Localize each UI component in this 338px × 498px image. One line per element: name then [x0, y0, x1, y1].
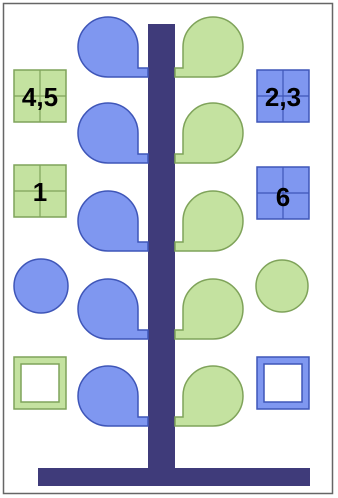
right-tile-1-label: 2,3	[265, 82, 301, 112]
trunk	[148, 24, 175, 477]
left-tile-1: 4,5	[14, 70, 66, 122]
base	[38, 468, 310, 486]
blue-empty-square-icon	[257, 357, 309, 409]
left-tile-1-label: 4,5	[22, 82, 58, 112]
left-tile-2-label: 1	[33, 177, 47, 207]
left-tile-2: 1	[14, 165, 66, 217]
blue-circle-icon	[14, 259, 68, 313]
right-tile-1: 2,3	[257, 70, 309, 122]
green-circle-icon	[256, 260, 308, 312]
right-tile-2: 6	[257, 167, 309, 219]
green-empty-square-icon	[14, 357, 66, 409]
right-tile-2-label: 6	[276, 182, 290, 212]
